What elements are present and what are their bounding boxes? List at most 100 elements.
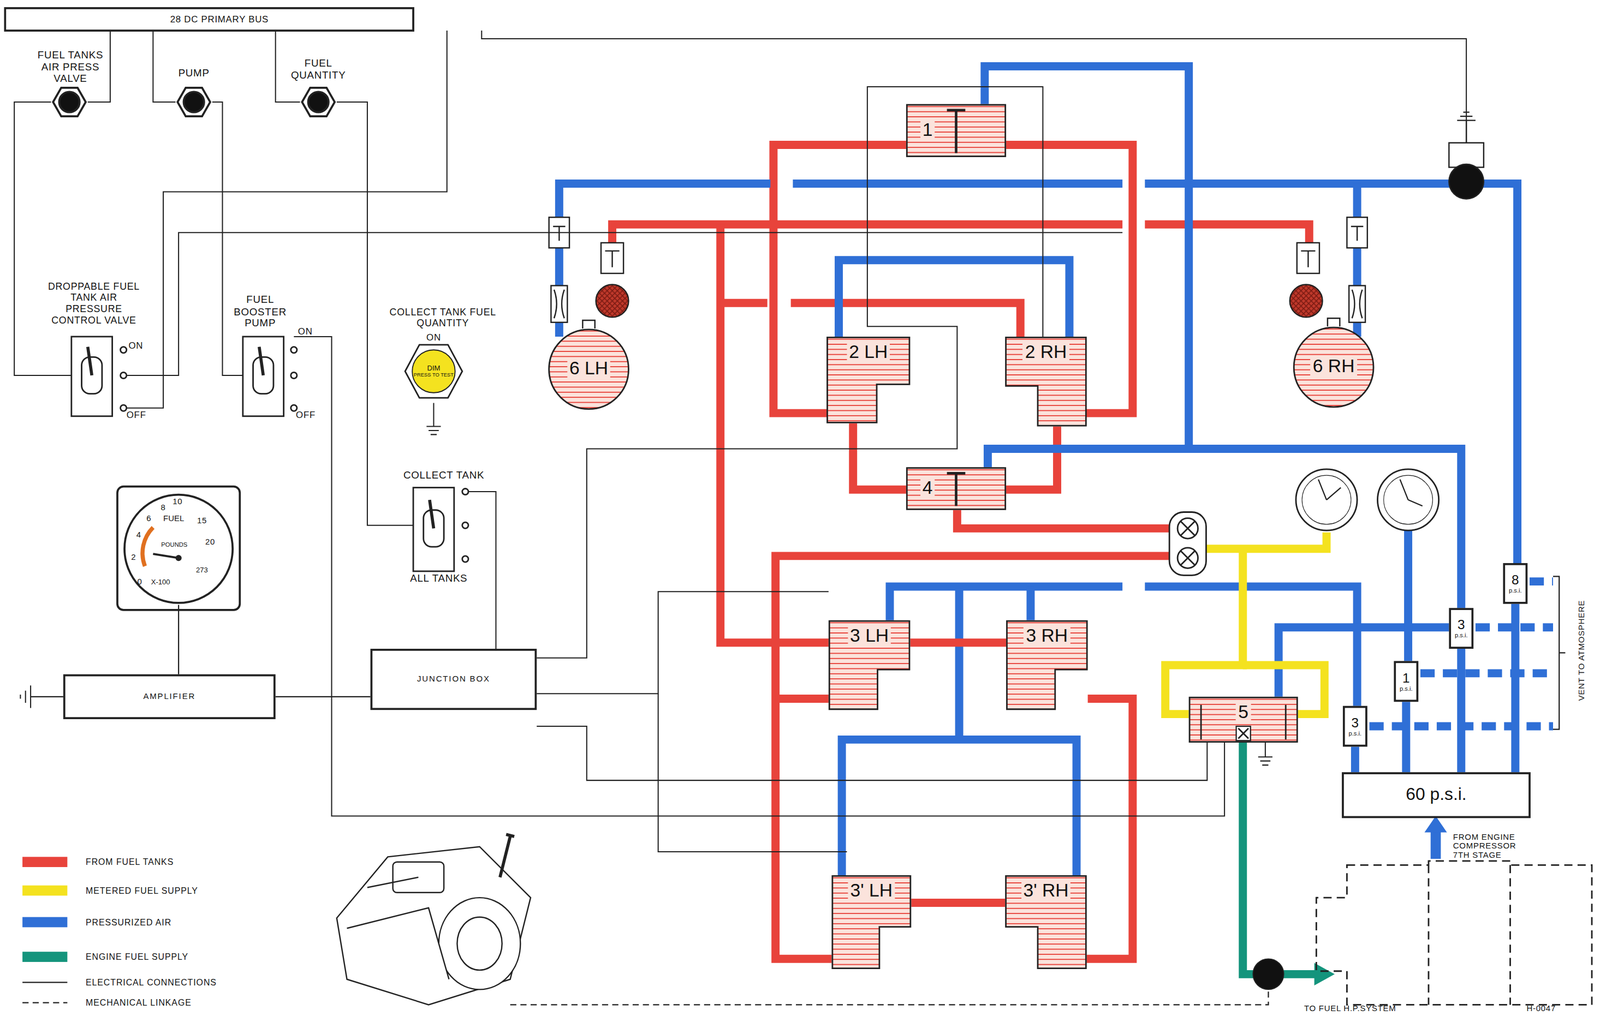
tank-valves [549,217,1368,329]
pressure-gauges [1295,469,1439,531]
wiring [14,30,1467,853]
light-bezel [405,345,463,398]
node-text: 5 [1236,703,1251,724]
callout-label: OFF [295,410,323,421]
pipe-connector [909,638,1007,647]
amplifier-box: AMPLIFIER [63,674,276,720]
node-text: PRESS TO TEST [413,372,454,379]
pipe-connector [1351,746,1360,773]
node-text: 3 [1351,716,1360,731]
panel-lights [52,87,335,117]
node-text: 3' RH [1021,881,1072,902]
tank-body [1189,697,1298,742]
node-text: p.s.i. [1454,632,1468,640]
callout-label: FUEL QUANTITY [283,57,354,81]
legend-lines [22,982,68,1003]
warning-light: DIMPRESS TO TEST [405,342,463,401]
pipe-connector [1401,702,1411,773]
tank-body [549,329,629,410]
fuel-tank: 3' RH [1004,875,1087,970]
callout-label: PUMP [173,67,215,79]
node-text: 60 p.s.i. [1405,786,1467,806]
box-outline [64,675,275,719]
node-text: POUNDS [161,542,188,549]
tank-body [906,468,1005,510]
callout-label: ON [422,332,445,343]
tank-body [1006,337,1087,426]
callout-label: COLLECT TANK [393,469,496,481]
node-text: 1 [920,120,935,141]
pressure-regulator: 60 p.s.i. [1341,772,1531,819]
callout-label: FUEL BOOSTER PUMP [226,293,294,329]
legend-text: ELECTRICAL CONNECTIONS [85,977,217,988]
tank-body [829,621,910,710]
tank-body [832,876,911,969]
node-text: X-100 [151,578,171,587]
node-text: 4 [920,478,935,499]
callout-label: FUEL TANKS AIR PRESS VALVE [30,49,111,85]
box-outline [371,650,536,710]
relief-valve: 1p.s.i. [1393,661,1419,703]
callout-label: 0 [132,577,147,587]
air-inlet-arrow [1424,816,1447,834]
fuel-tank: 3' LH [831,875,912,970]
relief-valve: 8p.s.i. [1502,563,1528,605]
box-outline [1343,707,1367,747]
relief-valve: 3p.s.i. [1448,608,1474,650]
tank-body [906,104,1005,157]
pipe-connector [1511,604,1520,773]
fuel-tank: 3 LH [828,620,911,711]
gauge-needle [152,554,179,558]
legend-text: MECHANICAL LINKAGE [85,997,192,1008]
legend-text: METERED FUEL SUPPLY [85,885,199,896]
engine-fuel-arrow [1314,963,1335,986]
pipe-connector [177,605,180,675]
callout-label: 4 [131,530,146,540]
box-outline [1503,564,1527,604]
tank-body [1293,327,1374,408]
node-text: 3' LH [848,881,895,902]
fuel-tank: 2 RH [1004,336,1087,427]
node-text: DIM [426,364,440,373]
valve-box [1169,512,1206,576]
tank-body [1006,621,1087,710]
callout-label: 6 [141,514,157,524]
callout-label: H-0047 [1526,1004,1588,1014]
callout-label: ON [128,340,152,352]
legend-swatch [22,885,68,897]
callout-label: OFF [126,410,154,421]
legend-swatch [22,857,68,868]
drop-tank: 6 RH [1292,326,1375,409]
vent-bracket [1553,576,1566,730]
legend-text: ENGINE FUEL SUPPLY [85,951,189,962]
gauge-dial [124,495,233,604]
legend-text: FROM FUEL TANKS [85,856,174,867]
callout-label: DROPPABLE FUEL TANK AIR PRESSURE CONTROL… [44,281,143,327]
node-text: 6 RH [1310,357,1357,378]
fuel-tank: 1 [906,104,1007,158]
legend-swatch [22,952,68,963]
callout-label: ON [298,326,321,337]
gauge-frame [117,486,240,611]
legend-swatch [22,917,68,929]
tank-outline [122,492,235,606]
hp-pump [1252,959,1284,990]
pipe-connector [1456,649,1466,773]
node-text: 3 LH [847,626,891,647]
fuel-tank: 4 [906,467,1007,511]
node-text: 1 [1402,670,1411,686]
node-text: JUNCTION BOX [417,675,491,684]
box-outline [1394,662,1418,701]
callout-label: 15 [192,516,212,526]
node-text: FUEL [163,515,184,525]
light-lens [412,349,456,394]
pipe-connector [911,899,1005,908]
engine-outline [1316,861,1592,1006]
gauge-hub [175,555,182,562]
callout-label: 10 [168,496,187,507]
box-outline [1342,773,1530,818]
fuel-gauge: FUELPOUNDSX-100273 [122,492,235,606]
